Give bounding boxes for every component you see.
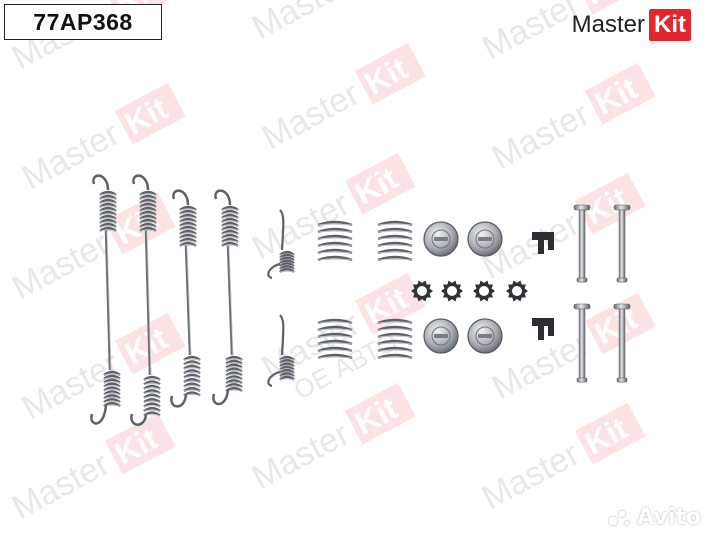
lock-washers	[411, 280, 528, 302]
svg-text:Master: Master	[486, 95, 596, 177]
brand-box: Kit	[649, 9, 691, 41]
svg-text:Master: Master	[476, 0, 586, 67]
star-lock-washer	[473, 280, 495, 302]
spring-cup	[467, 221, 503, 257]
svg-text:Master: Master	[6, 445, 116, 527]
hold-down-springs	[317, 220, 413, 360]
spring-cup	[423, 318, 459, 354]
hold-down-pin	[613, 204, 631, 283]
star-lock-washer	[411, 280, 433, 302]
avito-watermark: Avito	[607, 505, 701, 530]
part-number-label: 77AP368	[4, 4, 162, 40]
compression-spring	[317, 318, 353, 360]
star-lock-washer	[441, 280, 463, 302]
compression-spring	[317, 220, 353, 262]
spring-cup	[423, 221, 459, 257]
return-springs	[90, 174, 295, 426]
return-spring	[170, 189, 201, 408]
small-hook-spring	[267, 209, 295, 280]
svg-text:Master: Master	[246, 185, 356, 267]
avito-text: Avito	[637, 505, 701, 530]
svg-text:Master: Master	[256, 75, 366, 157]
star-lock-washer	[506, 280, 528, 302]
brand-logo: Master Kit	[572, 9, 691, 41]
hold-down-pins	[573, 204, 631, 383]
compression-spring	[377, 318, 413, 360]
svg-text:Master: Master	[246, 0, 356, 47]
avito-dots-icon	[607, 509, 631, 526]
svg-text:Master: Master	[246, 415, 356, 497]
svg-text:Kit: Kit	[579, 0, 634, 12]
return-spring	[212, 189, 243, 406]
watermark-layer: MasterKitMasterKitMasterKitMasterKitMast…	[6, 0, 656, 527]
hold-down-pin	[573, 303, 591, 383]
return-spring	[90, 174, 121, 425]
spring-cup	[467, 318, 503, 354]
svg-text:Master: Master	[16, 115, 126, 197]
svg-text:Master: Master	[6, 225, 116, 307]
retaining-clips	[532, 232, 554, 340]
small-hook-spring	[267, 314, 295, 388]
brand-text: Master	[571, 11, 645, 38]
compression-spring	[377, 220, 413, 262]
return-spring	[130, 174, 161, 426]
hold-down-pin	[613, 303, 631, 383]
hold-down-pin	[573, 204, 591, 283]
svg-text:Master: Master	[476, 435, 586, 517]
spring-cups	[423, 221, 503, 354]
